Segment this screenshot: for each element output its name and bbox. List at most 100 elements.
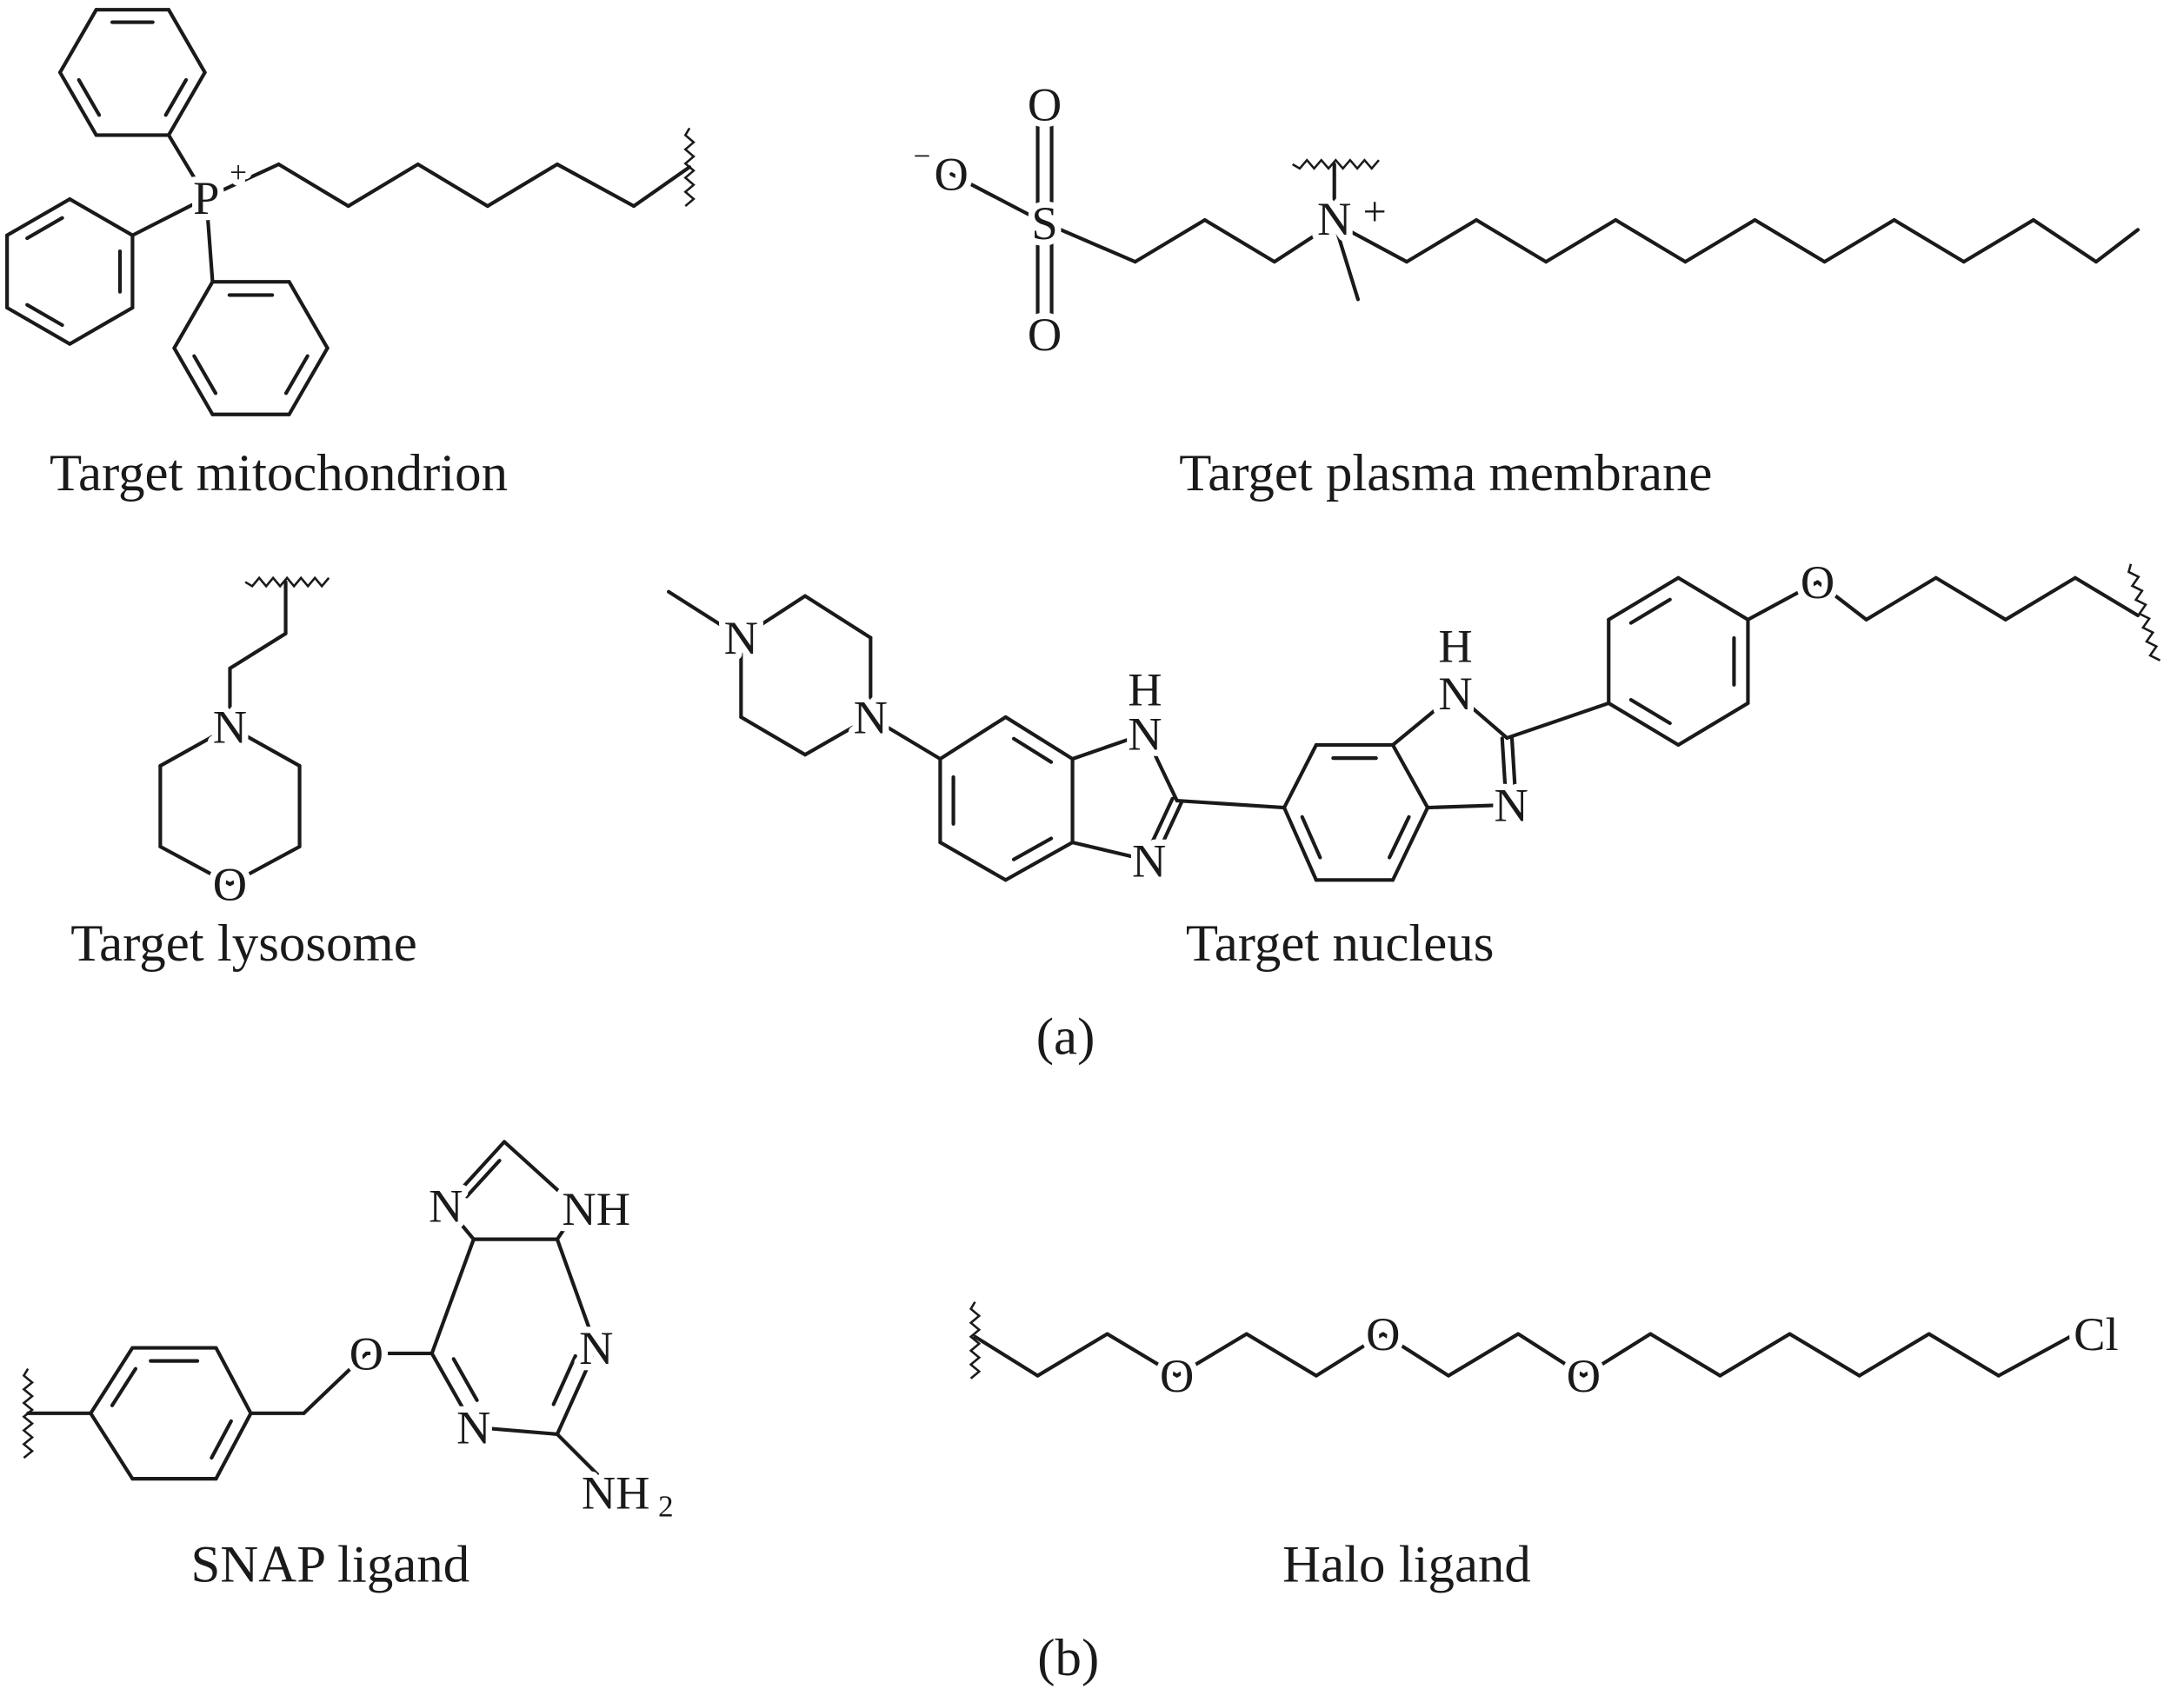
bond <box>1390 805 1430 882</box>
atom-nitrogen: N <box>429 1180 463 1233</box>
double-bond-line <box>283 354 310 396</box>
bond <box>1003 841 1075 882</box>
atom-nitrogen: N <box>1132 834 1166 887</box>
bond <box>802 715 873 757</box>
bond <box>869 715 942 761</box>
double-bond-line <box>1011 836 1054 861</box>
bond <box>57 70 98 137</box>
double-bond-line <box>77 77 102 117</box>
bond <box>1244 1332 1318 1378</box>
snap-ligand-structure: O N NH N N NH 2 SNAP ligand <box>190 1173 679 1593</box>
double-bond-line <box>1300 815 1322 860</box>
bond <box>1314 1332 1385 1378</box>
double-bond-line <box>25 303 64 328</box>
bond <box>172 280 215 350</box>
bond <box>949 172 1047 225</box>
bond <box>666 589 743 640</box>
atom-nitrogen: N <box>1317 192 1351 245</box>
bond <box>1607 701 1681 748</box>
bond <box>287 346 330 416</box>
bond <box>471 1425 559 1436</box>
bond <box>555 1237 598 1350</box>
double-bond-line <box>1628 697 1672 726</box>
bond <box>443 1140 507 1208</box>
bond <box>429 1237 476 1356</box>
atom-hydrogen: H <box>1128 662 1162 715</box>
attachment-wavy-bond <box>683 127 696 208</box>
bond <box>1175 1332 1248 1378</box>
bond <box>1035 1332 1109 1378</box>
bond <box>1581 1332 1653 1378</box>
atom-oxygen: O <box>350 1327 383 1380</box>
bond <box>429 1351 476 1429</box>
bond <box>1272 221 1336 264</box>
bond <box>1683 218 1757 264</box>
bond <box>1446 1332 1521 1378</box>
bond <box>1390 691 1458 748</box>
bond <box>739 715 808 757</box>
bond <box>68 305 135 346</box>
bond <box>416 162 489 209</box>
bond <box>214 1346 253 1415</box>
atom-nh: NH <box>562 1182 630 1235</box>
bond <box>1934 575 2008 622</box>
bond <box>1516 1332 1586 1378</box>
bond <box>1175 798 1287 810</box>
bond <box>1381 1332 1451 1378</box>
bond <box>1718 1332 1792 1378</box>
bond <box>1857 1332 1931 1378</box>
bond <box>1070 732 1147 761</box>
double-bond-line <box>25 216 64 241</box>
bond <box>938 841 1008 882</box>
caption-target-plasma-membrane: Target plasma membrane <box>1179 444 1712 502</box>
bond <box>1003 715 1075 761</box>
bond <box>204 162 281 200</box>
bond <box>631 165 692 209</box>
atom-nitrogen: N <box>1494 778 1528 831</box>
bond <box>1105 1332 1179 1378</box>
double-bond-line <box>1388 815 1411 860</box>
bond <box>1676 701 1750 748</box>
attachment-wavy-bond <box>244 575 330 588</box>
atom-oxygen-bottom: O <box>1028 308 1062 361</box>
bond <box>739 594 808 640</box>
bond <box>130 196 209 237</box>
bond <box>802 594 873 640</box>
bond <box>214 1411 253 1481</box>
bond <box>485 162 559 209</box>
atom-nitrogen-nh: N <box>1128 708 1162 761</box>
bond <box>1042 221 1137 264</box>
bond <box>1070 841 1151 863</box>
double-bond-line <box>551 1353 577 1406</box>
atom-nitrogen: N <box>854 690 888 743</box>
attachment-wavy-bond <box>1292 158 1380 170</box>
atom-oxygen: O <box>1567 1349 1601 1402</box>
atom-oxygen-top: O <box>1028 78 1062 131</box>
bond <box>1648 1332 1722 1378</box>
double-bond-line <box>110 1366 138 1407</box>
bond <box>1996 1332 2077 1378</box>
bond <box>158 844 232 887</box>
atom-nitrogen: N <box>213 701 247 754</box>
panel-label-b: (b) <box>1037 1629 1099 1687</box>
bond <box>1607 575 1681 622</box>
double-bond-line <box>1011 736 1054 764</box>
bond <box>228 631 288 670</box>
bond <box>1614 218 1688 264</box>
bond <box>555 162 636 209</box>
double-bond-line <box>1628 597 1672 625</box>
bond <box>1453 691 1509 741</box>
attachment-wavy-bond <box>2127 563 2161 662</box>
bond <box>1142 732 1179 803</box>
double-bond-line <box>451 1357 479 1402</box>
bond <box>2031 218 2098 264</box>
bond <box>1815 580 1868 622</box>
bond <box>172 346 215 416</box>
double-bond-line <box>163 77 189 117</box>
atom-charge-plus: + <box>230 156 247 190</box>
bond <box>1788 1332 1861 1378</box>
bond <box>1500 736 1508 808</box>
bond <box>1544 218 1618 264</box>
bond <box>228 844 302 887</box>
atom-phosphorus: P <box>193 171 219 224</box>
